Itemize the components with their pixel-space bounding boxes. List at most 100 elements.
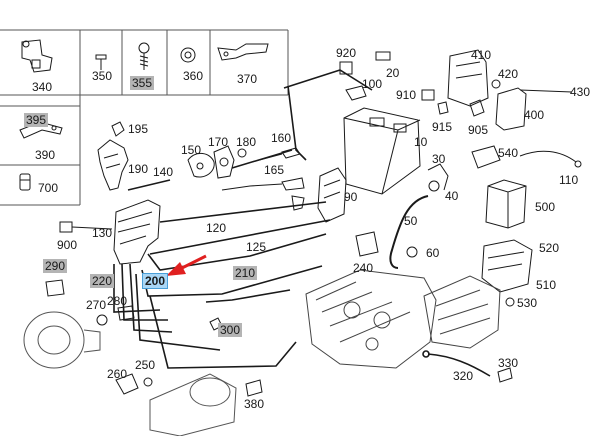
part-150-connector xyxy=(187,153,215,178)
label-370: 370 xyxy=(237,72,258,86)
part-500-battery xyxy=(485,179,527,229)
part-100-terminal xyxy=(345,85,367,101)
part-530-nut xyxy=(505,297,515,307)
label-915: 915 xyxy=(432,120,453,134)
part-30-40-hose xyxy=(427,163,449,192)
label-270: 270 xyxy=(86,298,107,312)
part-320-cable xyxy=(422,350,491,377)
label-360: 360 xyxy=(183,69,204,83)
part-130-box xyxy=(113,199,161,265)
label-330: 330 xyxy=(498,356,519,370)
label-395[interactable]: 395 xyxy=(24,113,49,127)
part-520-bracket xyxy=(481,239,533,293)
part-50-hose xyxy=(389,195,429,269)
part-270-ring xyxy=(96,314,108,326)
label-240: 240 xyxy=(353,261,374,275)
label-140: 140 xyxy=(153,165,174,179)
part-260-housing xyxy=(115,373,139,395)
part-410-module xyxy=(447,49,489,107)
label-250: 250 xyxy=(135,358,156,372)
label-130: 130 xyxy=(92,226,113,240)
label-200[interactable]: 200 xyxy=(142,273,169,289)
inset-part-340 xyxy=(21,39,53,73)
label-520: 520 xyxy=(539,241,560,255)
part-330-bolt xyxy=(497,367,513,383)
label-125: 125 xyxy=(246,240,267,254)
label-900: 900 xyxy=(57,238,78,252)
part-400-unit xyxy=(495,87,527,131)
part-915-clip xyxy=(437,101,449,115)
inset-part-350 xyxy=(95,54,107,70)
label-510: 510 xyxy=(536,278,557,292)
label-300[interactable]: 300 xyxy=(218,323,243,337)
label-160: 160 xyxy=(271,131,292,145)
part-180-nut xyxy=(237,148,247,158)
label-10: 10 xyxy=(414,135,428,149)
label-905: 905 xyxy=(468,123,489,137)
part-250-nut xyxy=(143,377,153,387)
part-430-cable xyxy=(519,89,573,93)
label-30: 30 xyxy=(432,152,446,166)
label-195: 195 xyxy=(128,122,149,136)
label-500: 500 xyxy=(535,200,556,214)
label-910: 910 xyxy=(396,88,417,102)
label-110: 110 xyxy=(559,173,579,187)
part-20-cap xyxy=(375,51,391,61)
part-905-clip xyxy=(469,99,485,117)
label-280: 280 xyxy=(107,294,128,308)
inset-grid xyxy=(0,29,289,206)
part-90-fuse-box xyxy=(317,167,347,223)
inset-part-370 xyxy=(217,43,269,61)
part-280-bushing xyxy=(117,305,135,321)
label-180: 180 xyxy=(236,135,257,149)
part-110-cable xyxy=(519,150,582,168)
label-350: 350 xyxy=(92,69,113,83)
label-920: 920 xyxy=(336,46,357,60)
label-100: 100 xyxy=(362,77,383,91)
label-260: 260 xyxy=(107,367,128,381)
part-900-plug xyxy=(59,221,113,233)
transmission xyxy=(423,275,501,349)
label-355[interactable]: 355 xyxy=(130,76,155,90)
engine-block xyxy=(305,269,437,369)
label-410: 410 xyxy=(471,48,492,62)
label-700: 700 xyxy=(38,181,59,195)
pointer-arrow xyxy=(166,254,207,276)
part-240-sensor xyxy=(355,231,379,257)
label-540: 540 xyxy=(498,146,519,160)
inset-part-360 xyxy=(180,47,196,63)
label-150: 150 xyxy=(181,143,202,157)
label-390: 390 xyxy=(35,148,56,162)
label-320: 320 xyxy=(453,369,474,383)
part-910-relay xyxy=(421,89,435,101)
label-170: 170 xyxy=(208,135,229,149)
part-165-cable xyxy=(221,177,305,211)
part-540-bracket xyxy=(471,145,501,169)
part-60-plug xyxy=(406,246,418,258)
part-420-nut xyxy=(491,79,501,89)
part-190-bracket xyxy=(97,139,129,191)
label-90: 90 xyxy=(344,190,358,204)
label-210[interactable]: 210 xyxy=(233,266,258,280)
label-340: 340 xyxy=(32,80,53,94)
label-20: 20 xyxy=(386,66,400,80)
part-920-holder xyxy=(339,61,353,75)
part-170-terminal xyxy=(213,145,235,179)
label-220[interactable]: 220 xyxy=(90,274,115,288)
label-60: 60 xyxy=(426,246,440,260)
label-165: 165 xyxy=(264,163,285,177)
part-380-cover xyxy=(245,379,263,397)
label-400: 400 xyxy=(524,108,545,122)
label-290[interactable]: 290 xyxy=(43,259,68,273)
label-420: 420 xyxy=(498,67,519,81)
label-430: 430 xyxy=(570,85,591,99)
part-10-battery xyxy=(343,107,421,195)
label-380: 380 xyxy=(244,397,265,411)
label-50: 50 xyxy=(404,214,418,228)
inset-part-355 xyxy=(138,42,150,70)
part-starter xyxy=(149,373,237,436)
label-40: 40 xyxy=(445,189,459,203)
part-alternator xyxy=(23,311,101,369)
